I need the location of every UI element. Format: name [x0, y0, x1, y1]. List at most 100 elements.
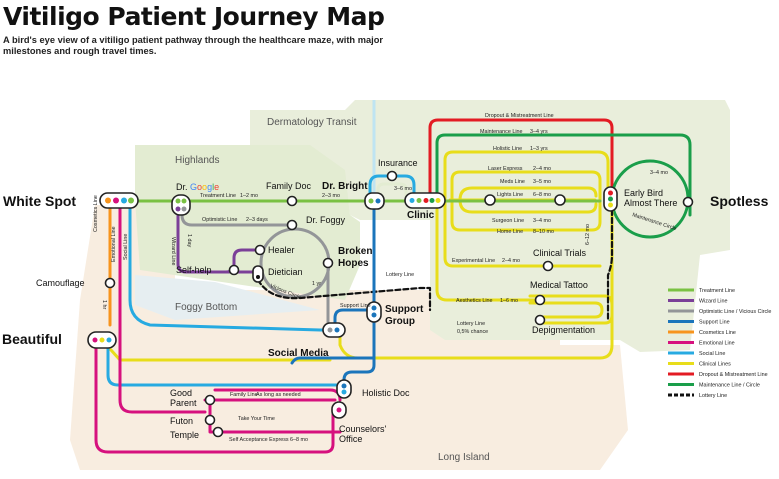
lights-station[interactable] — [554, 194, 566, 206]
laser-station[interactable] — [484, 194, 496, 206]
aesthetics-line-label: Aesthetics Line — [456, 298, 493, 304]
medical-tattoo-station[interactable] — [534, 294, 546, 306]
early-bird-label-2: Almost There — [624, 198, 677, 208]
social-media-label: Social Media — [268, 348, 329, 359]
depigmentation-station[interactable] — [534, 314, 546, 326]
dr-foggy-station[interactable] — [286, 219, 298, 231]
holistic-line-label: Holistic Line — [493, 146, 522, 152]
dietician-label: Dietician — [268, 267, 303, 277]
support-group-station[interactable] — [366, 301, 382, 323]
family-time: As long as needed — [256, 392, 301, 398]
dr-google-station[interactable] — [171, 194, 191, 216]
maintenance-line — [435, 133, 692, 217]
meds-line — [458, 186, 598, 202]
support-group-dot-1 — [371, 305, 377, 311]
self-acceptance-label: Self Acceptance Express — [229, 437, 289, 443]
dr-bright-dot-2 — [375, 198, 381, 204]
counselors-label-1: Counselors' — [339, 424, 387, 434]
legend-label: Dropout & Mistreatment Line — [699, 372, 768, 378]
depigmentation-label: Depigmentation — [532, 325, 595, 335]
emotional-line-label: Emotional Line — [111, 226, 117, 262]
maintenance-line-label: Maintenance Line — [480, 129, 523, 135]
social-media-dot-2 — [334, 327, 340, 333]
healer-station[interactable] — [254, 244, 266, 256]
legend-label: Maintenance Line / Circle — [699, 383, 760, 389]
good-parent-station[interactable] — [204, 394, 216, 406]
clinic-dot-1 — [409, 198, 415, 203]
cosmetics-line-label: Cosmetics Line — [93, 195, 99, 232]
lottery-line — [256, 278, 432, 312]
holistic-doc-station[interactable] — [336, 379, 352, 399]
optimistic-line-label: Optimistic Line — [202, 217, 237, 223]
holistic-doc-dot-1 — [341, 383, 347, 389]
clinic-dot-4 — [429, 198, 435, 203]
meds-line-label: Meds Line — [500, 179, 525, 185]
experimental-line-label: Experimental Line — [452, 258, 495, 264]
dr-bright-station[interactable] — [364, 192, 385, 210]
laser-express-line — [450, 170, 602, 202]
surgeon-line-label: Surgeon Line — [492, 218, 524, 224]
white-spot-dot-4 — [128, 197, 134, 204]
early-bird-dot-2 — [608, 196, 613, 202]
support-group-label-2: Group — [385, 316, 415, 327]
clinical-trials-station[interactable] — [542, 260, 554, 272]
self-help-label: Self-help — [176, 265, 212, 275]
legend-label: Optimistic Line / Vicious Circle — [699, 309, 771, 315]
holistic-time: 1–3 yrs — [530, 146, 548, 152]
dietician-dot — [256, 275, 260, 279]
treatment-time-1: 1–2 mo — [240, 193, 258, 199]
lottery-line-2 — [606, 208, 614, 322]
holistic-line — [443, 150, 610, 202]
temple-label: Temple — [170, 430, 199, 440]
page-title: Vitiligo Patient Journey Map — [3, 2, 385, 31]
futon-station[interactable] — [204, 414, 216, 426]
insurance-station[interactable] — [386, 170, 398, 182]
camouflage-station[interactable] — [104, 277, 116, 289]
family-doc-station[interactable] — [286, 195, 298, 207]
maintenance-time: 3–4 yrs — [530, 129, 548, 135]
laser-express-label: Laser Express — [488, 166, 523, 172]
meds-time: 3–5 mo — [533, 179, 551, 185]
early-bird-label-1: Early Bird — [624, 188, 663, 198]
insurance-time: 3–6 mo — [394, 186, 412, 192]
medical-tattoo-label: Medical Tattoo — [530, 280, 588, 290]
page-subtitle: A bird's eye view of a vitiligo patient … — [3, 35, 384, 56]
dropout-line — [428, 118, 614, 202]
early-bird-circle-stop[interactable] — [682, 196, 694, 208]
experimental-line — [443, 198, 602, 268]
surgeon-line — [458, 198, 598, 214]
self-help-station[interactable] — [228, 264, 240, 276]
clinic-vertical-time: 6–12 mo — [585, 224, 591, 245]
legend-label: Emotional Line — [699, 341, 735, 347]
futon-label: Futon — [170, 416, 193, 426]
holistic-doc-label: Holistic Doc — [362, 388, 410, 398]
temple-station[interactable] — [212, 426, 224, 438]
social-media-dot-1 — [327, 327, 333, 333]
social-media-station[interactable] — [322, 322, 346, 338]
tattoo-loop-2 — [528, 301, 604, 319]
broken-hopes-label-2: Hopes — [338, 258, 369, 269]
early-bird-dot-3 — [608, 202, 613, 208]
social-line — [128, 198, 332, 332]
family-doc-label: Family Doc — [266, 181, 312, 191]
terminal-beautiful: Beautiful — [2, 331, 62, 347]
early-bird-dot-1 — [608, 190, 613, 196]
treatment-time-2: 2–3 mo — [322, 193, 340, 199]
dr-bright-label: Dr. Bright — [322, 181, 368, 192]
dr-google-dot-2 — [181, 198, 187, 204]
home-time: 8–10 mo — [533, 229, 554, 235]
insurance-label: Insurance — [378, 158, 418, 168]
wizard-line-label: Wizard Line — [170, 237, 176, 265]
segment-labels: Treatment Line 1–2 mo 2–3 mo Optimistic … — [93, 113, 677, 443]
dropout-line-label: Dropout & Mistreatment Line — [485, 113, 554, 119]
support-line-label: Support Line — [340, 303, 371, 309]
region-foggy-bottom — [135, 275, 320, 320]
beautiful-dot-3 — [106, 337, 112, 343]
lottery-chance: 0,5% chance — [457, 329, 488, 335]
dietician-station[interactable] — [252, 265, 264, 283]
broken-hopes-station[interactable] — [322, 257, 334, 269]
clinic-dot-5 — [435, 198, 441, 203]
region-label-long-island: Long Island — [438, 452, 490, 463]
aesthetics-line — [435, 208, 542, 302]
